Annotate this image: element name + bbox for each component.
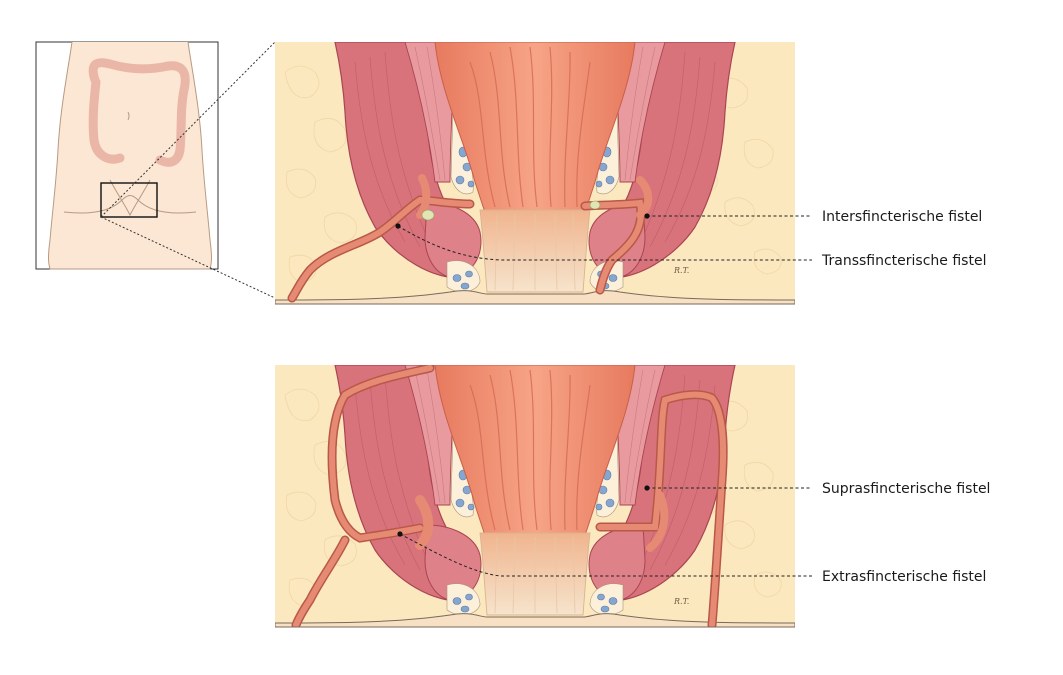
leader-dots — [395, 213, 650, 537]
leader-lines — [397, 215, 812, 577]
body-overview-thumbnail — [35, 41, 219, 270]
cross-section-top: R.T. — [275, 42, 795, 304]
label-suprasphincteric-fistula: Suprasfincterische fistel — [822, 481, 990, 497]
artist-signature-top: R.T. — [673, 266, 689, 275]
zoom-lines — [100, 41, 276, 299]
label-intersphincteric-fistula: Intersfincterische fistel — [822, 209, 982, 225]
label-transsphincteric-fistula: Transsfincterische fistel — [821, 253, 986, 269]
artist-signature-bottom: R.T. — [673, 597, 689, 606]
label-extrasphincteric-fistula: Extrasfincterische fistel — [822, 569, 986, 585]
cross-section-bottom: R.T. — [275, 365, 795, 627]
